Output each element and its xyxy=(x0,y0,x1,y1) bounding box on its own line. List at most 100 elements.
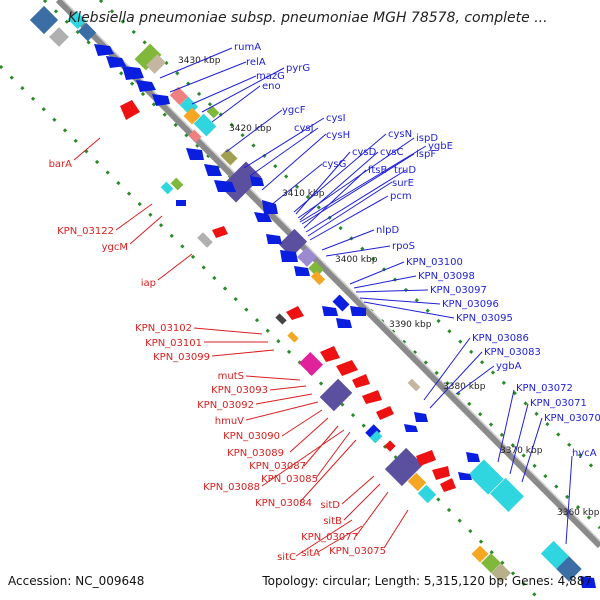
gene-label[interactable]: KPN_03093 xyxy=(211,385,268,396)
gene-label[interactable]: ispF xyxy=(416,149,436,160)
forward-gene-arrow xyxy=(152,94,170,106)
tick-label-3360: 3360 kbp xyxy=(557,508,600,518)
leader-line xyxy=(355,491,389,537)
forward-gene-arrow xyxy=(580,576,596,588)
leader-line xyxy=(299,439,357,503)
gene-label[interactable]: mutS xyxy=(218,371,244,382)
gene-label[interactable]: KPN_03101 xyxy=(145,338,202,349)
gene-block xyxy=(146,54,166,74)
gene-label[interactable]: truD xyxy=(394,165,416,176)
gene-label[interactable]: KPN_03097 xyxy=(430,285,487,296)
reverse-gene-arrow xyxy=(352,374,370,388)
leader-line xyxy=(295,519,353,557)
tick-labels: 3430 kbp 3420 kbp 3410 kbp 3400 kbp 3390… xyxy=(178,56,600,518)
leader-line xyxy=(353,275,417,289)
gene-label[interactable]: ygbA xyxy=(496,361,522,372)
gene-label[interactable]: rumA xyxy=(234,42,261,53)
gene-label[interactable]: sitC xyxy=(277,552,296,563)
leader-line xyxy=(355,289,429,293)
gene-label[interactable]: sitB xyxy=(323,516,342,527)
gene-block xyxy=(468,459,504,495)
gene-label[interactable]: relA xyxy=(246,57,266,68)
gene-label[interactable]: cysC xyxy=(380,147,404,158)
gene-label[interactable]: hmuV xyxy=(215,416,244,427)
gene-label[interactable]: KPN_03077 xyxy=(301,532,358,543)
gene-label[interactable]: KPN_03072 xyxy=(516,383,573,394)
gene-label[interactable]: KPN_03122 xyxy=(57,226,114,237)
gene-label[interactable]: eno xyxy=(262,81,281,92)
tick-label-3430: 3430 kbp xyxy=(178,56,221,66)
leader-line xyxy=(317,525,363,553)
gene-label[interactable]: ftsB xyxy=(368,165,387,176)
gene-label[interactable]: cysI xyxy=(326,113,346,124)
gene-label[interactable]: barA xyxy=(49,159,73,170)
gene-label[interactable]: KPN_03085 xyxy=(261,474,318,485)
leader-line xyxy=(245,401,319,421)
gene-label[interactable]: ygbE xyxy=(428,141,453,152)
leader-line xyxy=(315,431,351,479)
leader-line xyxy=(509,403,529,475)
leader-line xyxy=(211,85,261,123)
gene-label[interactable]: KPN_03075 xyxy=(329,546,386,557)
gene-label[interactable]: KPN_03071 xyxy=(530,398,587,409)
gene-label[interactable]: KPN_03098 xyxy=(418,271,475,282)
accession-label: Accession: NC_009648 xyxy=(8,574,145,588)
gene-label[interactable]: KPN_03099 xyxy=(153,352,210,363)
gene-block xyxy=(170,177,184,191)
gene-label[interactable]: mazG xyxy=(256,71,285,82)
map-title: Klebsiella pneumoniae subsp. pneumoniae … xyxy=(68,10,548,26)
reverse-gene-arrow xyxy=(432,466,450,480)
leader-line xyxy=(299,151,379,221)
gene-label[interactable]: KPN_03087 xyxy=(249,461,306,472)
gene-block xyxy=(540,540,570,570)
reverse-gene-arrow xyxy=(376,406,394,420)
genome-backbone xyxy=(55,0,600,549)
gene-label[interactable]: ygcF xyxy=(282,105,306,116)
gene-label[interactable]: iap xyxy=(141,278,156,289)
gene-label[interactable]: cysH xyxy=(326,130,350,141)
leader-line xyxy=(129,215,163,245)
gene-label[interactable]: KPN_03086 xyxy=(472,333,529,344)
gene-label[interactable]: ispD xyxy=(416,133,438,144)
gene-block xyxy=(29,5,59,35)
gene-label[interactable]: nlpD xyxy=(376,225,399,236)
gene-label[interactable]: rpoS xyxy=(392,241,415,252)
gene-label[interactable]: pcm xyxy=(390,191,412,202)
gene-label[interactable]: sitA xyxy=(301,548,320,559)
gene-label[interactable]: KPN_03090 xyxy=(223,431,280,442)
gene-label[interactable]: hycA xyxy=(572,448,597,459)
reverse-gene-arrow xyxy=(362,390,382,404)
gene-label[interactable]: KPN_03089 xyxy=(227,448,284,459)
gene-block xyxy=(206,105,220,119)
forward-gene-arrow xyxy=(466,452,480,462)
gene-label[interactable]: cysG xyxy=(322,159,346,170)
gene-block xyxy=(490,478,524,512)
gene-label[interactable]: cysN xyxy=(388,129,412,140)
gene-block xyxy=(183,107,201,125)
map-title-bar: Klebsiella pneumoniae subsp. pneumoniae … xyxy=(0,0,600,36)
gene-block xyxy=(481,553,501,573)
gene-label[interactable]: sitD xyxy=(320,500,340,511)
gene-label[interactable]: KPN_03083 xyxy=(484,347,541,358)
gene-label[interactable]: KPN_03100 xyxy=(406,257,463,268)
gene-label[interactable]: KPN_03092 xyxy=(197,400,254,411)
gene-label[interactable]: pyrG xyxy=(286,63,310,74)
gene-label[interactable]: ygcM xyxy=(102,242,128,253)
leader-line xyxy=(169,61,247,93)
gene-label[interactable]: KPN_03096 xyxy=(442,299,499,310)
leader-line xyxy=(289,417,329,453)
leader-line xyxy=(349,261,405,285)
gene-label[interactable]: surE xyxy=(392,178,414,189)
gene-label[interactable]: KPN_03088 xyxy=(203,482,260,493)
gene-label[interactable]: KPN_03084 xyxy=(255,498,312,509)
forward-gene-arrow xyxy=(294,266,310,276)
gene-label[interactable]: KPN_03070 xyxy=(544,413,600,424)
gene-label[interactable]: KPN_03095 xyxy=(456,313,513,324)
forward-gene-arrow xyxy=(322,306,338,316)
gene-label[interactable]: cysD xyxy=(352,147,377,158)
leader-line xyxy=(211,349,275,357)
gene-label[interactable]: KPN_03102 xyxy=(135,323,192,334)
gene-label[interactable]: cysJ xyxy=(294,123,314,134)
